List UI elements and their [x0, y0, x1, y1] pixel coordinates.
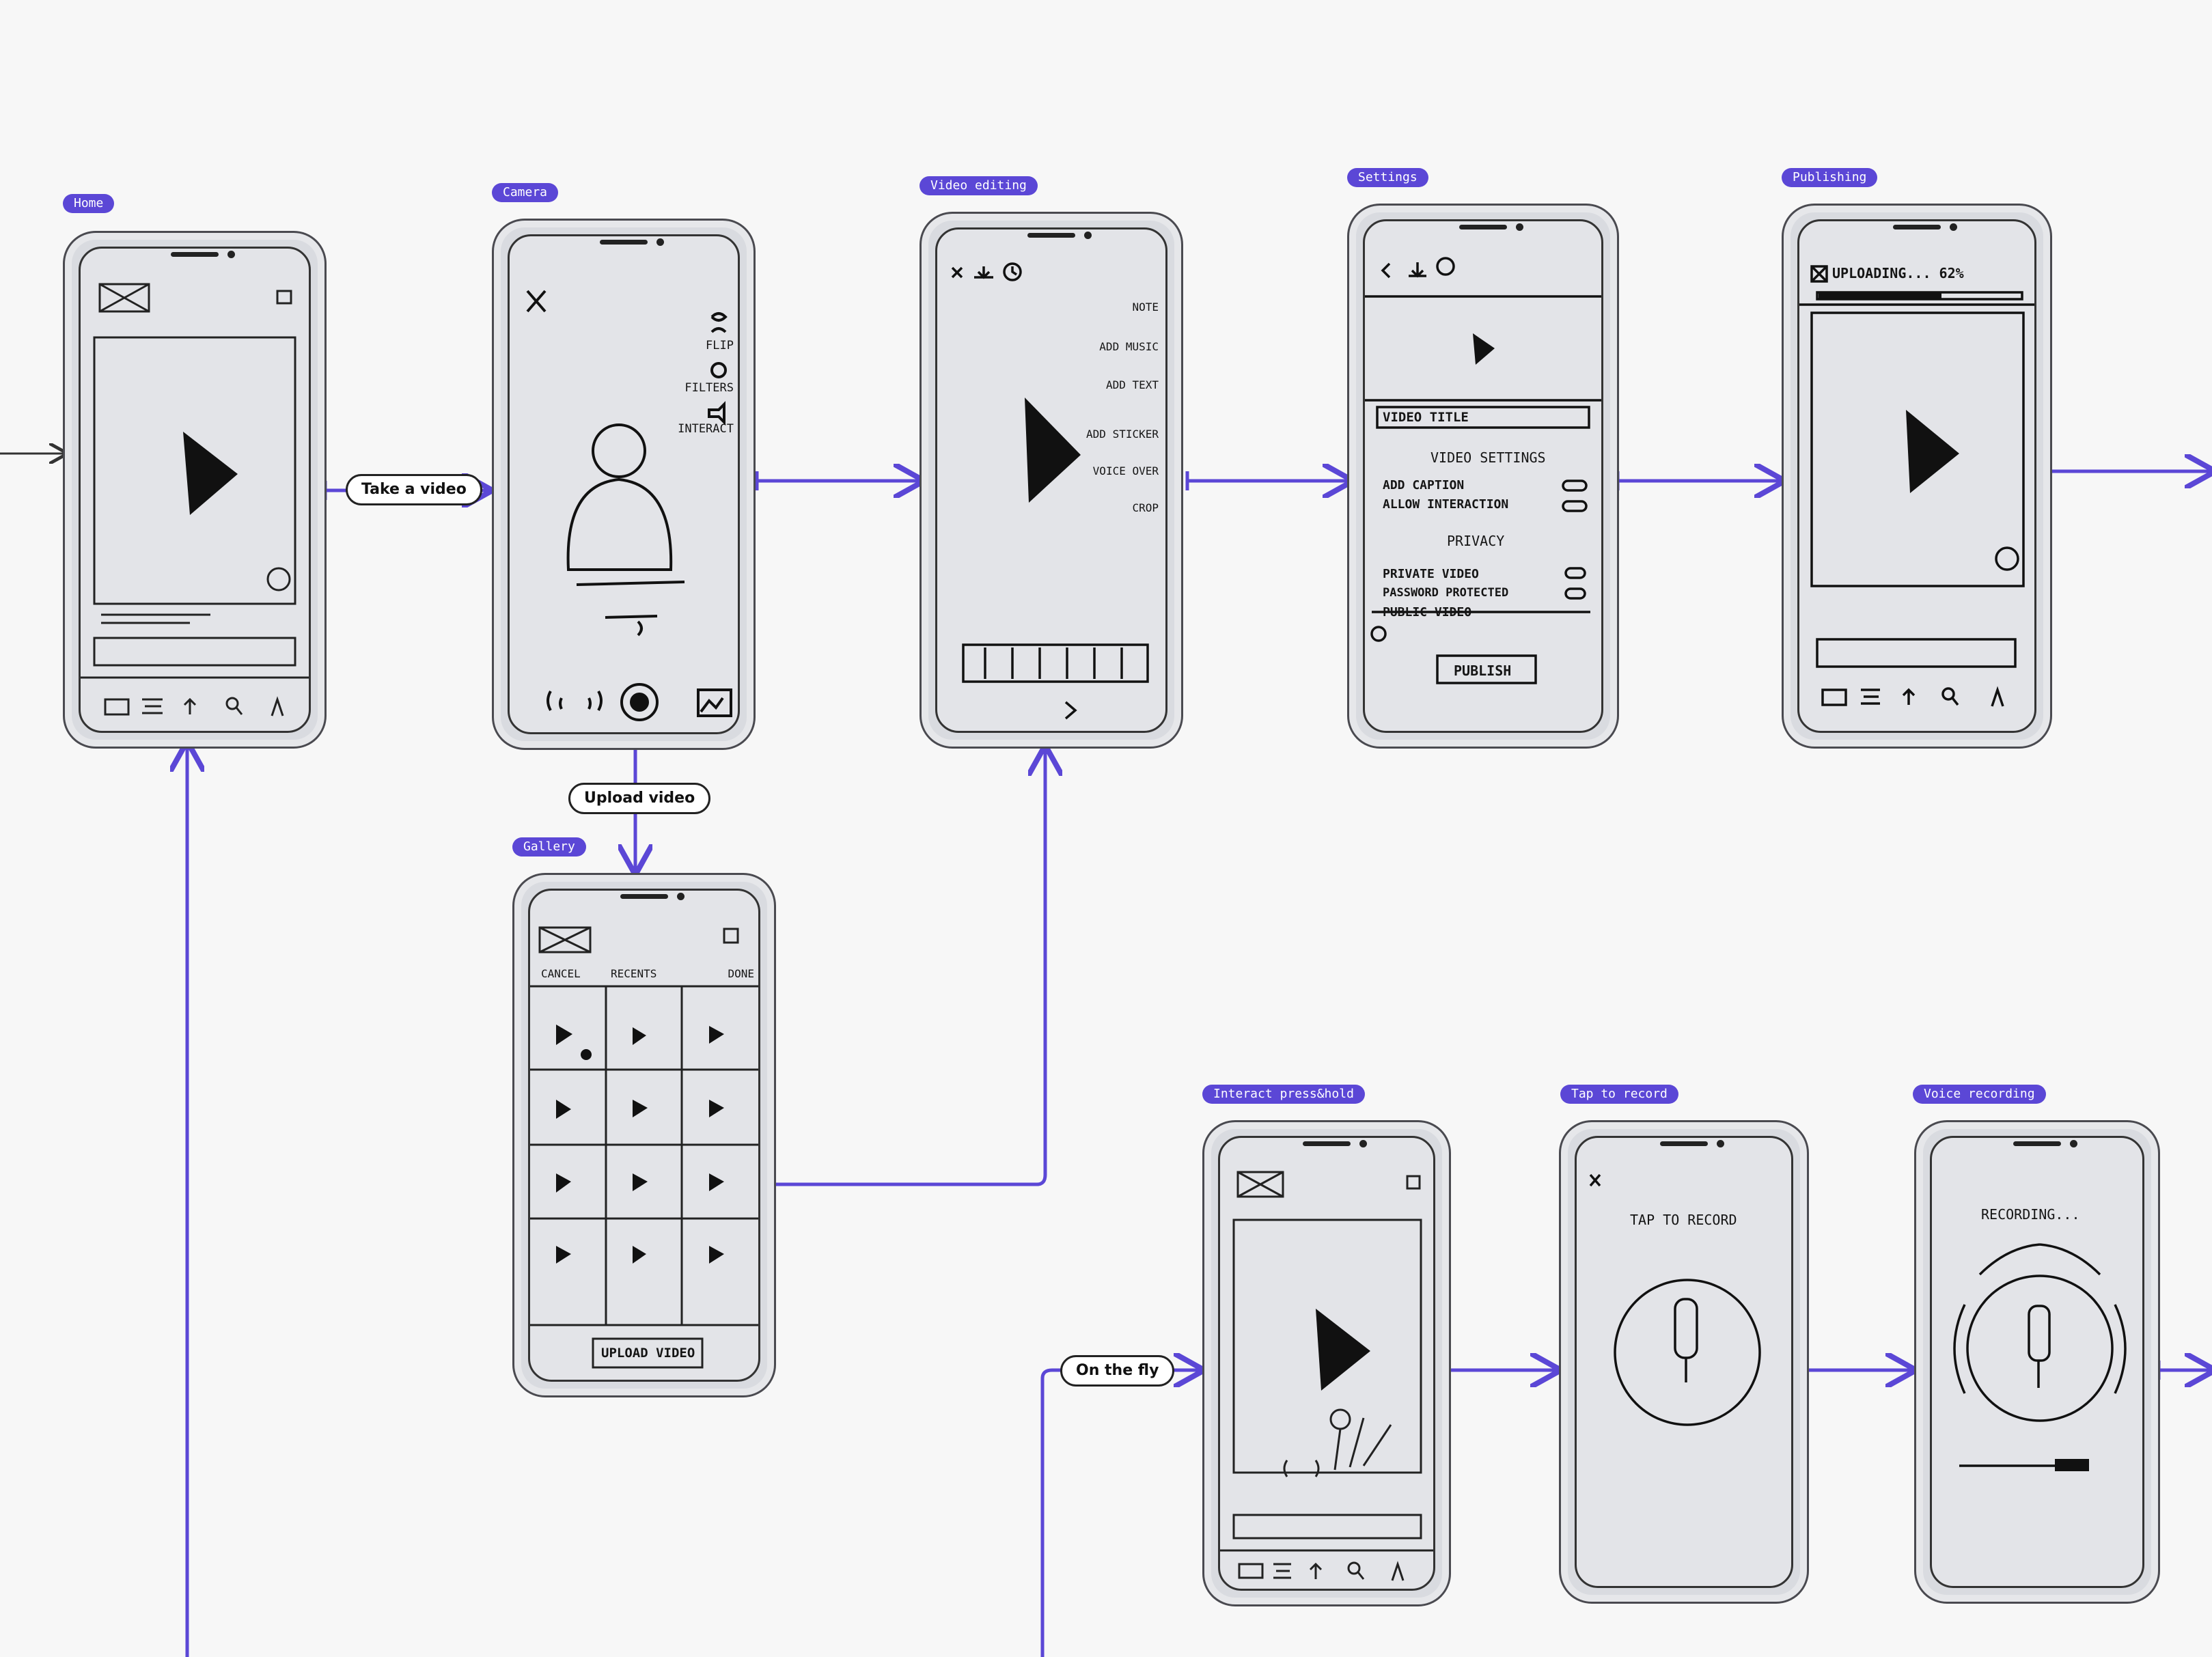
gallery-upload-button[interactable]: UPLOAD VIDEO	[601, 1346, 695, 1361]
editing-side-sticker[interactable]: ADD STICKER	[1086, 428, 1159, 441]
phone-home	[63, 231, 327, 749]
phone-video-editing: NOTE ADD MUSIC ADD TEXT ADD STICKER VOIC…	[920, 212, 1183, 749]
camera-screen: FLIP FILTERS INTERACT	[508, 234, 740, 734]
settings-video-title-field[interactable]: VIDEO TITLE	[1383, 410, 1469, 425]
voice-screen: RECORDING...	[1930, 1136, 2144, 1588]
gallery-cancel[interactable]: CANCEL	[541, 967, 581, 980]
publishing-camera-dot	[1950, 223, 1957, 231]
editing-screen: NOTE ADD MUSIC ADD TEXT ADD STICKER VOIC…	[935, 227, 1167, 733]
publishing-screen: UPLOADING... 62%	[1797, 219, 2036, 733]
phone-voice-recording: RECORDING...	[1914, 1120, 2160, 1604]
phone-camera: FLIP FILTERS INTERACT	[492, 219, 756, 750]
settings-public-video[interactable]: PUBLIC VIDEO	[1383, 605, 1472, 619]
settings-publish-button[interactable]: PUBLISH	[1454, 663, 1512, 679]
tag-gallery: Gallery	[512, 837, 586, 857]
settings-allow-interaction[interactable]: ALLOW INTERACTION	[1383, 497, 1509, 512]
tag-voice-recording: Voice recording	[1913, 1085, 2046, 1104]
editing-notch	[1027, 233, 1075, 238]
interact-notch	[1303, 1141, 1351, 1146]
tap-screen: TAP TO RECORD	[1575, 1136, 1793, 1588]
gallery-camera-dot	[677, 893, 685, 900]
camera-side-flip[interactable]: FLIP	[706, 339, 734, 352]
editing-side-crop[interactable]: CROP	[1132, 501, 1159, 514]
editing-side-note[interactable]: NOTE	[1132, 301, 1159, 314]
gallery-sketch	[530, 926, 758, 1369]
phone-publishing: UPLOADING... 62%	[1782, 204, 2052, 749]
camera-camera-dot	[656, 238, 664, 246]
camera-side-interact[interactable]: INTERACT	[678, 422, 734, 436]
edge-gallery-editing	[773, 749, 1045, 1186]
tap-notch	[1660, 1141, 1708, 1146]
tag-interact: Interact press&hold	[1202, 1085, 1365, 1104]
phone-gallery: CANCEL RECENTS DONE UPLOAD VIDEO	[512, 873, 776, 1397]
publishing-sketch	[1799, 265, 2034, 707]
interact-camera-dot	[1359, 1140, 1367, 1147]
settings-camera-dot	[1516, 223, 1523, 231]
voice-camera-dot	[2070, 1140, 2077, 1147]
camera-sketch	[526, 290, 732, 721]
tag-video-editing: Video editing	[920, 176, 1038, 195]
tag-settings: Settings	[1347, 168, 1428, 187]
publishing-notch	[1893, 225, 1941, 229]
settings-video-settings-heading: VIDEO SETTINGS	[1430, 449, 1546, 466]
tap-camera-dot	[1717, 1140, 1724, 1147]
edge-label-upload-video: Upload video	[568, 783, 711, 814]
tap-to-record-label: TAP TO RECORD	[1630, 1212, 1737, 1228]
interact-screen	[1218, 1136, 1435, 1591]
camera-side-filters[interactable]: FILTERS	[685, 381, 734, 395]
tap-sketch	[1589, 1173, 1761, 1426]
editing-camera-dot	[1084, 232, 1092, 239]
edge-label-take-video: Take a video	[346, 474, 482, 505]
home-camera-dot	[227, 251, 235, 258]
home-screen	[79, 247, 311, 733]
edge-onthefly	[1040, 1370, 1201, 1657]
settings-sketch	[1365, 257, 1601, 684]
tag-camera: Camera	[492, 183, 559, 202]
editing-side-voice[interactable]: VOICE OVER	[1092, 464, 1159, 477]
home-sketch	[81, 283, 309, 716]
gallery-recents-dropdown[interactable]: RECENTS	[611, 967, 657, 980]
home-notch	[171, 252, 219, 257]
editing-side-text[interactable]: ADD TEXT	[1105, 378, 1159, 391]
settings-add-caption[interactable]: ADD CAPTION	[1383, 478, 1465, 492]
interact-sketch	[1220, 1171, 1433, 1581]
gallery-done[interactable]: DONE	[728, 967, 754, 980]
voice-recording-label: RECORDING...	[1981, 1206, 2080, 1223]
voice-notch	[2013, 1141, 2061, 1146]
tag-publishing: Publishing	[1782, 168, 1878, 187]
gallery-screen: CANCEL RECENTS DONE UPLOAD VIDEO	[528, 889, 760, 1382]
phone-settings: VIDEO TITLE VIDEO SETTINGS ADD CAPTION A…	[1347, 204, 1619, 749]
voice-sketch	[1953, 1243, 2127, 1471]
settings-notch	[1459, 225, 1507, 229]
phone-interact	[1202, 1120, 1451, 1606]
editing-sketch	[951, 262, 1149, 720]
settings-private-video[interactable]: PRIVATE VIDEO	[1383, 567, 1479, 581]
settings-screen: VIDEO TITLE VIDEO SETTINGS ADD CAPTION A…	[1363, 219, 1603, 733]
tag-home: Home	[63, 194, 115, 213]
settings-password-protected[interactable]: PASSWORD PROTECTED	[1383, 586, 1509, 600]
edge-label-on-the-fly: On the fly	[1060, 1355, 1175, 1387]
camera-notch	[600, 240, 648, 245]
publishing-upload-status: UPLOADING... 62%	[1832, 265, 1964, 281]
editing-side-music[interactable]: ADD MUSIC	[1099, 340, 1159, 353]
tag-tap-to-record: Tap to record	[1560, 1085, 1678, 1104]
phone-tap-to-record: TAP TO RECORD	[1559, 1120, 1809, 1604]
settings-privacy-heading: PRIVACY	[1447, 533, 1505, 549]
gallery-notch	[620, 894, 668, 899]
